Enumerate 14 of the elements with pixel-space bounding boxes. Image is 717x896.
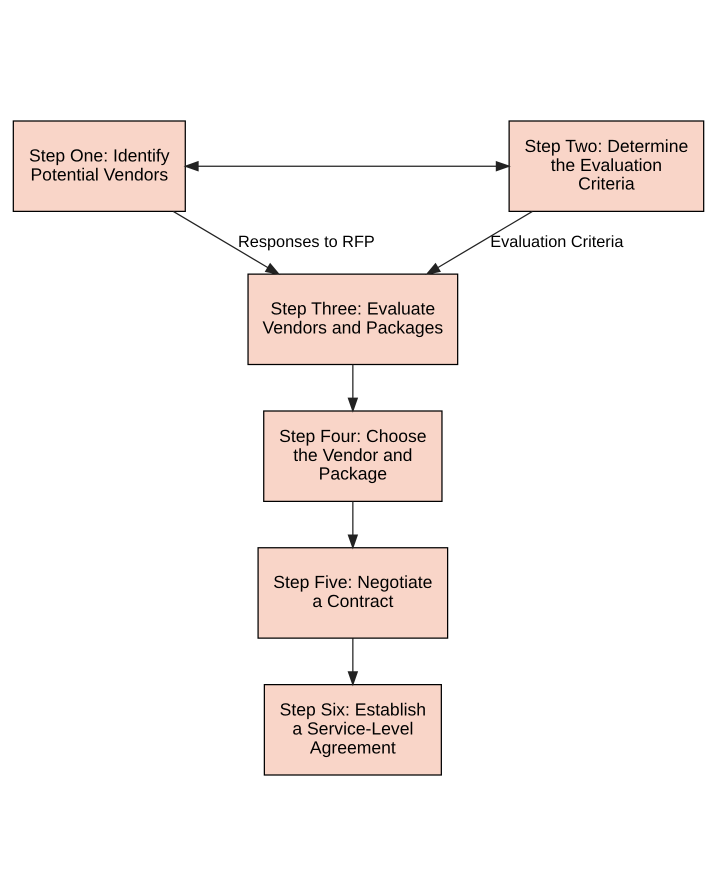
node-box: Step Four: Choose the Vendor and Package <box>263 410 443 502</box>
arrow <box>184 160 511 172</box>
node-box: Step One: Identify Potential Vendors <box>12 120 186 212</box>
node-box: Step Five: Negotiate a Contract <box>257 547 448 639</box>
arrow <box>348 638 358 686</box>
arrow <box>348 364 358 413</box>
edge-label: Evaluation Criteria <box>490 233 624 252</box>
arrow <box>425 210 533 276</box>
arrow <box>173 210 280 276</box>
arrow <box>348 501 358 550</box>
node-box: Step Two: Determine the Evaluation Criteria <box>508 120 704 212</box>
node-box: Step Three: Evaluate Vendors and Packages <box>247 274 458 366</box>
node-box: Step Six: Establish a Service-Level Agreement <box>264 684 442 776</box>
edge-label: Responses to RFP <box>238 233 375 252</box>
